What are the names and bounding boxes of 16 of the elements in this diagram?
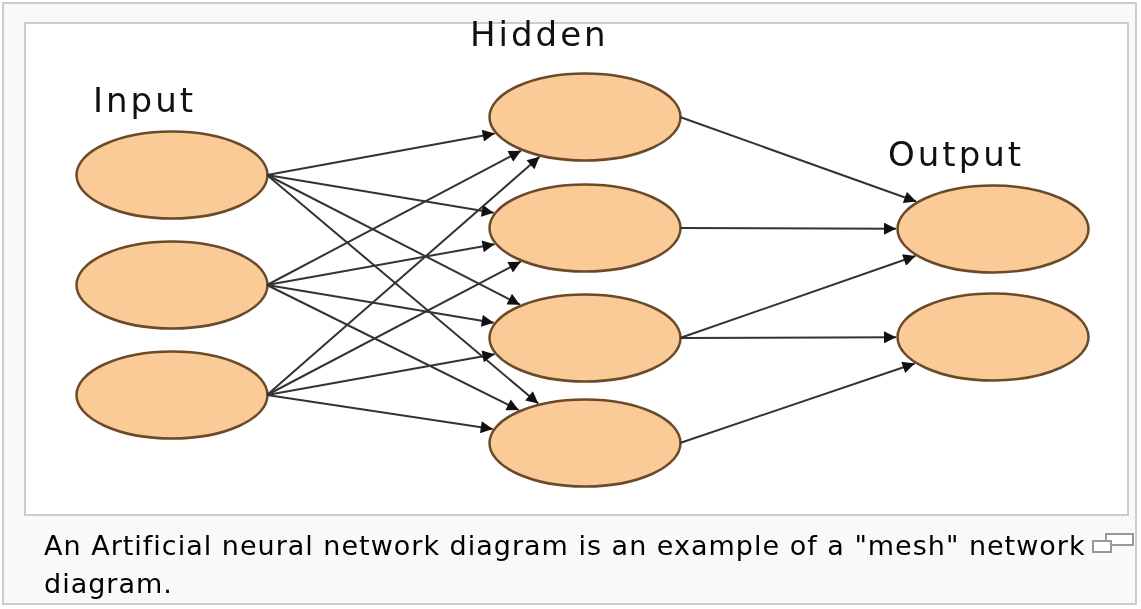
arrow [266,260,522,396]
arrow [266,284,495,327]
arrow [679,331,897,344]
arrow [266,284,520,412]
arrow [266,174,521,306]
arrow [266,174,495,217]
layer-label: Hidden [470,14,609,54]
arrow [679,222,897,235]
arrow [266,394,494,434]
caption: An Artificial neural network diagram is an example of a "mesh" network diagram. [44,529,1087,601]
arrow [679,116,918,204]
arrow [266,149,522,286]
layer-label: Output [888,134,1025,174]
arrow [679,254,917,339]
arrow [679,361,916,444]
layer-label: Input [93,80,197,120]
